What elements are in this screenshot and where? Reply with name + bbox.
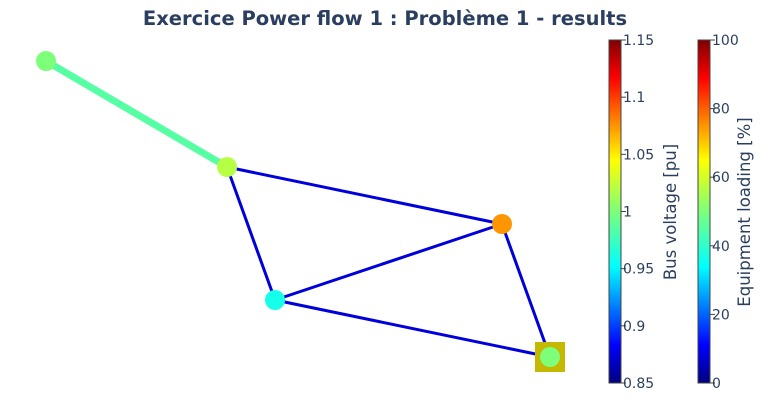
line-4-5 (273, 298, 552, 359)
voltage-tick-label: 1 (623, 205, 632, 221)
bus-3 (492, 214, 512, 234)
voltage-tick-label: 1.05 (623, 147, 654, 163)
loading-colorbar-ticks: 0 20 40 60 80 100 (710, 33, 739, 392)
loading-tick-label: 0 (712, 376, 721, 392)
loading-tick-label: 40 (712, 239, 730, 255)
bus-1 (36, 51, 56, 71)
buses-layer (36, 51, 565, 372)
loading-tick-label: 100 (712, 33, 739, 49)
lines-layer (42, 57, 552, 359)
voltage-tick-label: 1.1 (623, 90, 645, 106)
loading-tick-label: 60 (712, 170, 730, 186)
line-4-3 (273, 222, 504, 302)
loading-tick-label: 20 (712, 307, 730, 323)
voltage-colorbar-title: Bus voltage [pu] (661, 144, 680, 280)
chart-title: Exercice Power flow 1 : Problème 1 - res… (142, 7, 628, 30)
loading-colorbar-gradient (697, 39, 711, 384)
line-2-4 (225, 165, 277, 302)
loading-colorbar-title: Equipment loading [%] (735, 117, 754, 306)
bus-5 (540, 347, 560, 367)
voltage-tick-label: 1.15 (623, 33, 654, 49)
loading-colorbar: 0 20 40 60 80 100 Equipment loading [%] (697, 33, 754, 392)
voltage-tick-label: 0.9 (623, 319, 645, 335)
loading-tick-label: 80 (712, 102, 730, 118)
voltage-colorbar-ticks: 0.85 0.9 0.95 1 1.05 1.1 1.15 (621, 33, 654, 392)
bus-4 (265, 290, 285, 310)
voltage-tick-label: 0.95 (623, 262, 654, 278)
voltage-colorbar: 0.85 0.9 0.95 1 1.05 1.1 1.15 Bus voltage [pu] (608, 33, 680, 392)
voltage-colorbar-gradient (608, 39, 622, 384)
voltage-tick-label: 0.85 (623, 376, 654, 392)
line-1-2 (42, 57, 231, 171)
line-2-3 (225, 165, 504, 226)
line-3-5 (500, 222, 552, 359)
bus-2 (217, 157, 237, 177)
